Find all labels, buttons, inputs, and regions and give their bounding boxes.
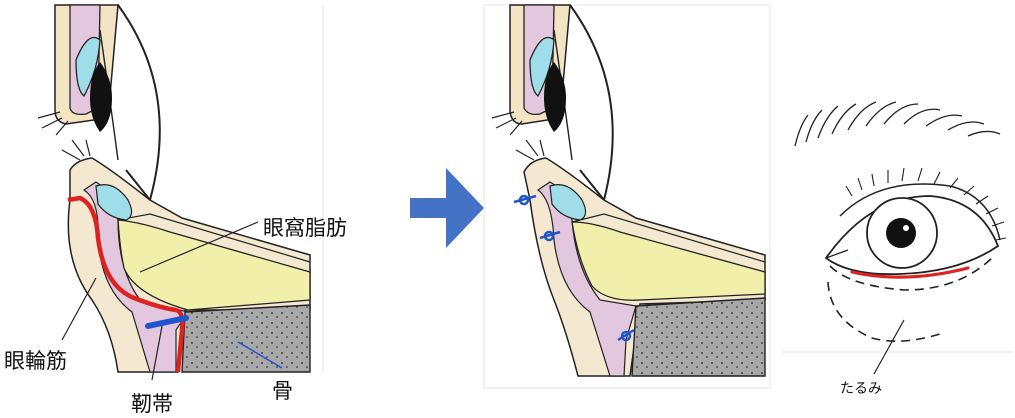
orbital-bone-after: [632, 298, 765, 376]
label-bone: 骨: [272, 375, 293, 405]
orbital-bone: [182, 305, 310, 372]
label-orbital-fat: 眼窩脂肪: [263, 212, 347, 242]
right-arrow-icon: [410, 168, 484, 248]
before-cross-section: [38, 5, 323, 380]
after-cross-section: [484, 5, 770, 388]
frontal-eye-view: [782, 102, 1013, 374]
label-ligament: 靭帯: [131, 388, 173, 418]
pupil: [886, 218, 916, 248]
label-sagging: たるみ: [840, 378, 882, 398]
bag-contour-lower: [828, 282, 940, 341]
eyebrow: [795, 102, 1000, 146]
label-orbicularis: 眼輪筋: [4, 345, 67, 375]
